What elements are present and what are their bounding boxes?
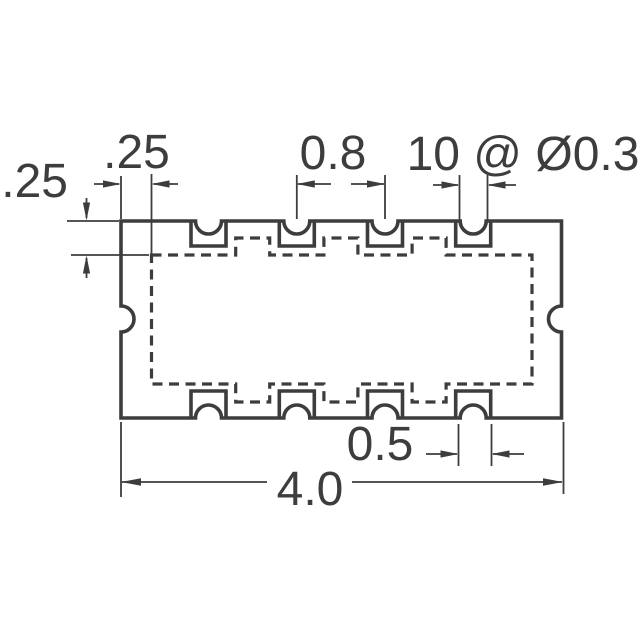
dim-edge-to-pattern-vertical: .25 [1,155,149,278]
inner-pattern-dashed-outline [149,236,534,404]
dim-edge-to-pattern-horizontal: .25 [94,126,178,254]
arrowhead-right-icon [367,180,385,188]
dim-label-overall-length: 4.0 [277,463,344,516]
dim-overall-length: 4.0 [120,422,565,516]
terminal-pad-top-1 [189,221,228,248]
arrowhead-right-icon [440,450,459,458]
dim-terminal-width: 0.5 [347,418,524,471]
arrowhead-left-icon [151,180,170,188]
terminal-pad-bottom-1 [189,389,228,418]
arrowhead-down-icon [82,202,91,221]
terminal-pad-bottom-2 [277,389,317,418]
terminal-pad-bottom-3 [365,389,405,418]
dim-terminal-pitch: 0.8 [295,127,386,219]
dim-label-terminal-width: 0.5 [347,418,414,471]
body-outline [119,219,564,420]
terminal-pad-top-2 [277,221,317,248]
dim-castellation-holes: 10 @ Ø0.3 [407,128,640,220]
terminal-pad-top-4 [453,221,493,248]
dim-label-terminal-pitch: 0.8 [300,127,367,180]
arrowhead-right-icon [103,180,121,188]
component-outline [119,219,564,420]
dim-label-castellation-spec: 10 @ Ø0.3 [407,128,640,181]
terminal-pad-bottom-4 [453,389,493,418]
arrowhead-left-icon [487,181,506,189]
arrowhead-left-icon [491,450,510,458]
arrowhead-left-icon [121,478,141,486]
dim-label-edge-to-pattern-vertical: .25 [1,155,68,208]
arrowhead-right-icon [543,478,563,486]
arrowhead-right-icon [441,181,460,189]
arrowhead-left-icon [296,180,315,188]
terminal-pad-top-3 [365,221,405,248]
dim-label-edge-to-pattern-horizontal: .25 [103,126,170,179]
arrowhead-up-icon [82,255,91,274]
